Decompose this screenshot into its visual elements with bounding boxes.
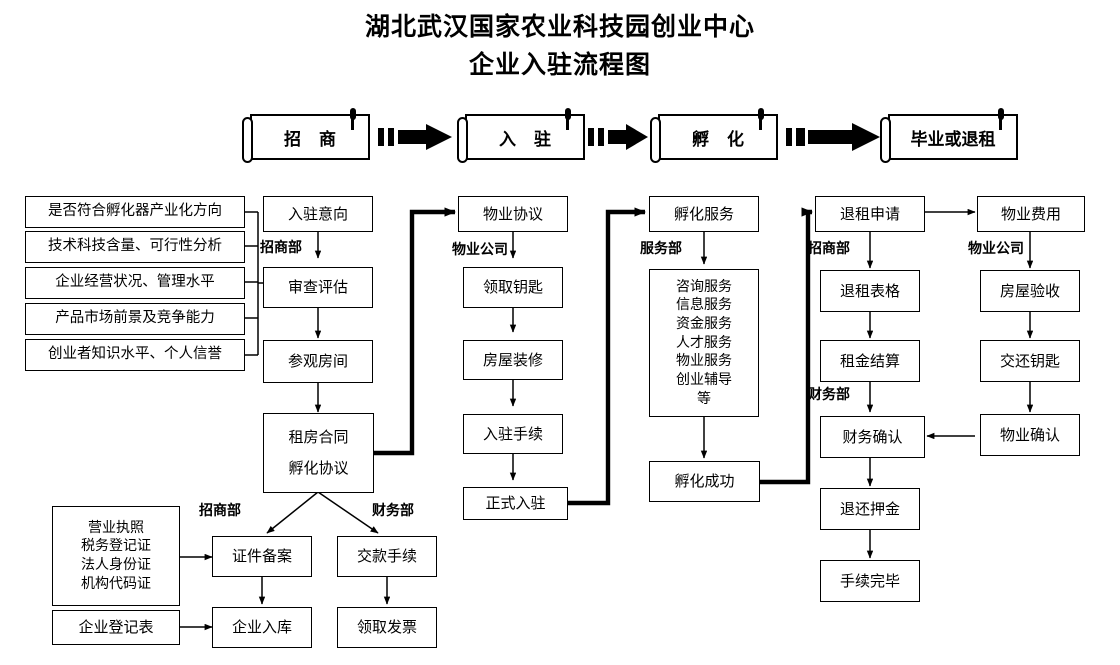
step-get-invoice: 领取发票 <box>337 607 437 648</box>
criteria-box-4: 产品市场前景及竞争能力 <box>25 303 245 335</box>
step-return-keys: 交还钥匙 <box>980 340 1080 382</box>
stage-banner-1-label: 招 商 <box>250 114 370 160</box>
banner-roll <box>650 117 661 163</box>
stage-banner-4: 毕业或退租 <box>878 108 1018 164</box>
step-payment-procedure: 交款手续 <box>337 536 437 577</box>
step-exit-application: 退租申请 <box>815 196 925 232</box>
step-finance-confirm: 财务确认 <box>820 416 925 458</box>
step-get-keys: 领取钥匙 <box>463 267 563 308</box>
step-exit-form: 退租表格 <box>820 270 920 312</box>
criteria-box-2: 技术科技含量、可行性分析 <box>25 231 245 263</box>
banner-pin-line <box>350 116 354 130</box>
criteria-box-3: 企业经营状况、管理水平 <box>25 267 245 299</box>
dept-label-service: 服务部 <box>640 241 682 257</box>
dept-label-bottom-recruit: 招商部 <box>199 503 241 519</box>
banner-pin-line <box>998 116 1002 130</box>
step-renovation: 房屋装修 <box>463 340 563 380</box>
step-move-in-procedure: 入驻手续 <box>463 414 563 454</box>
step-visit-room: 参观房间 <box>263 340 373 383</box>
stage-banner-2: 入 驻 <box>455 108 585 164</box>
banner-pin <box>565 108 571 120</box>
banner-roll <box>242 117 253 163</box>
documents-box: 营业执照 税务登记证 法人身份证 机构代码证 <box>52 506 180 606</box>
step-document-filing: 证件备案 <box>212 536 312 577</box>
banner-pin <box>758 108 764 120</box>
step-review: 审查评估 <box>263 267 373 308</box>
service-list-box: 咨询服务 信息服务 资金服务 人才服务 物业服务 创业辅导 等 <box>649 269 759 417</box>
dept-label-recruit: 招商部 <box>260 240 302 256</box>
dept-label-bottom-finance: 财务部 <box>372 503 414 519</box>
step-lease-contract: 租房合同 孵化协议 <box>263 413 374 493</box>
step-enterprise-warehouse: 企业入库 <box>212 607 312 648</box>
step-procedure-complete: 手续完毕 <box>820 560 920 602</box>
page-title-line-2: 企业入驻流程图 <box>468 50 651 79</box>
step-house-inspection: 房屋验收 <box>980 270 1080 312</box>
dept-label-finance: 财务部 <box>808 387 850 403</box>
step-incubation-service: 孵化服务 <box>649 196 759 232</box>
criteria-box-1: 是否符合孵化器产业化方向 <box>25 196 245 228</box>
banner-pin-line <box>758 116 762 130</box>
dept-label-fee-property: 物业公司 <box>968 241 1024 257</box>
criteria-box-5: 创业者知识水平、个人信誉 <box>25 339 245 371</box>
step-property-agreement: 物业协议 <box>458 196 568 232</box>
banner-pin <box>350 108 356 120</box>
stage-banner-1: 招 商 <box>240 108 370 164</box>
page-title-line-1: 湖北武汉国家农业科技园创业中心 <box>364 12 755 41</box>
step-incubation-success: 孵化成功 <box>649 461 760 502</box>
banner-roll <box>457 117 468 163</box>
stage-banner-4-label: 毕业或退租 <box>888 114 1018 160</box>
banner-pin-line <box>565 116 569 130</box>
step-official-move-in: 正式入驻 <box>463 487 568 520</box>
stage-banner-3: 孵 化 <box>648 108 778 164</box>
step-intent: 入驻意向 <box>263 196 373 232</box>
step-property-fee: 物业费用 <box>977 196 1085 232</box>
step-deposit-refund: 退还押金 <box>820 488 920 530</box>
dept-label-property: 物业公司 <box>452 242 508 258</box>
banner-roll <box>880 117 891 163</box>
step-property-confirm: 物业确认 <box>980 414 1080 456</box>
dept-label-exit-recruit: 招商部 <box>808 241 850 257</box>
stage-banner-2-label: 入 驻 <box>465 114 585 160</box>
banner-pin <box>998 108 1004 120</box>
registration-form-box: 企业登记表 <box>52 610 180 645</box>
step-rent-settlement: 租金结算 <box>820 340 920 382</box>
